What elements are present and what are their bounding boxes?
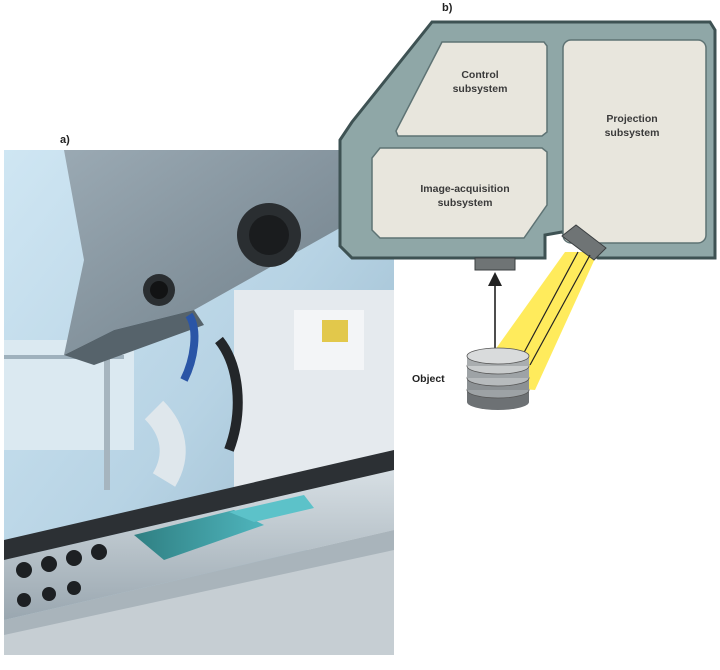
panel-a-label: a)	[60, 134, 70, 146]
object-stack	[466, 347, 530, 410]
sensor-housing	[338, 20, 717, 260]
machine-photo	[4, 150, 394, 655]
machine-photo-illustration	[4, 150, 394, 655]
object-label: Object	[412, 373, 445, 385]
projection-subsystem-box	[562, 39, 707, 244]
projection-ray	[529, 254, 591, 366]
panel-b-label: b)	[442, 2, 453, 14]
projection-ray	[519, 251, 579, 361]
projector-lens	[561, 224, 607, 261]
arrow-head	[488, 272, 502, 286]
camera-lens	[474, 257, 516, 271]
projection-light-beam	[470, 252, 598, 390]
